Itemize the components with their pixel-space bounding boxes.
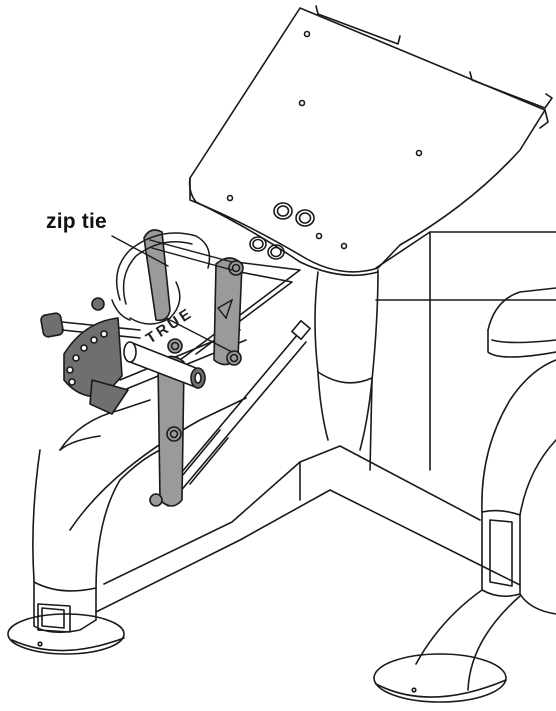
callout-leader	[111, 235, 169, 267]
rear-link	[143, 229, 244, 366]
base-frame	[59, 397, 521, 613]
front-link	[149, 338, 185, 507]
seat-pad	[188, 5, 553, 277]
upper-rails	[119, 261, 301, 391]
zip-tie-callout: zip tie	[46, 210, 107, 233]
zip-tie	[111, 232, 211, 325]
roller	[123, 341, 206, 389]
right-leg	[373, 589, 521, 703]
sector-plate	[63, 317, 129, 415]
arrow-triangle-icon	[216, 298, 234, 320]
right-console	[481, 287, 556, 615]
left-leg	[7, 435, 161, 655]
seat-column	[314, 231, 556, 471]
